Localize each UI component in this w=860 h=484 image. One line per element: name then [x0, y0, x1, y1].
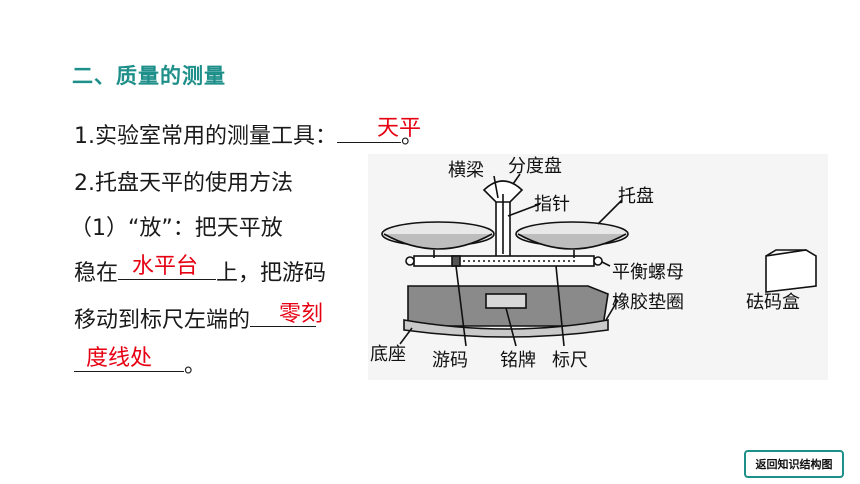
q2-1-line-2: 稳在 上，把游码: [74, 255, 326, 287]
label-box: 砝码盒: [746, 292, 800, 313]
q2-1-line3-prefix: 移动到标尺左端的: [74, 308, 251, 333]
right-nut-shape: [593, 256, 603, 266]
q2-1-answer-2a: 零刻: [279, 302, 324, 327]
question-1: 1.实验室常用的测量工具： 。: [74, 118, 423, 150]
label-plate: 铭牌: [500, 350, 536, 371]
q2-1-line4-suffix: 。: [184, 353, 207, 378]
q2-1-line-4: 。: [74, 347, 206, 379]
q2-1-line-3: 移动到标尺左端的: [74, 302, 317, 334]
q2-1-line2-suffix: 上，把游码: [216, 261, 327, 286]
q2-1-answer-1: 水平台: [132, 254, 199, 279]
back-to-knowledge-map-button[interactable]: 返回知识结构图: [744, 450, 844, 478]
nameplate-shape: [485, 293, 527, 309]
q2-1-blank-2a: [250, 304, 317, 327]
weight-box-shape: [765, 249, 817, 293]
base-rubber: [403, 319, 609, 338]
label-scale: 标尺: [552, 350, 588, 371]
q1-blank: [337, 120, 401, 143]
q2-1-blank-2b: [74, 349, 184, 372]
q1-answer: 天平: [377, 116, 422, 141]
label-rider: 游码: [432, 350, 468, 371]
label-dial: 分度盘: [508, 156, 562, 177]
balance-diagram: 横梁 分度盘 指针 托盘 平衡螺母 橡胶垫圈 砝码盒 底座 游码 铭牌 标尺: [368, 154, 828, 380]
dial-shape: [482, 180, 524, 203]
q2-1-line-1: （1）“放”：把天平放: [70, 216, 283, 241]
label-base: 底座: [370, 344, 406, 365]
left-nut-shape: [405, 256, 415, 266]
label-beam: 横梁: [448, 160, 484, 181]
rider-shape: [451, 255, 461, 267]
q2-1-answer-2b: 度线处: [86, 346, 153, 371]
balance-illustration: 横梁 分度盘 指针 托盘 平衡螺母 橡胶垫圈 砝码盒 底座 游码 铭牌 标尺: [370, 156, 817, 371]
q1-prefix: 1.实验室常用的测量工具：: [74, 124, 337, 149]
section-title: 二、质量的测量: [72, 64, 226, 88]
q1-suffix: 。: [401, 124, 424, 149]
label-nut: 平衡螺母: [612, 262, 684, 283]
label-ring: 橡胶垫圈: [612, 292, 684, 313]
q2-1-blank-1: [118, 257, 217, 280]
label-pan: 托盘: [618, 186, 654, 207]
question-2-heading: 2.托盘天平的使用方法: [74, 171, 293, 196]
label-pointer: 指针: [534, 194, 570, 215]
q2-1-line2-prefix: 稳在: [74, 261, 119, 286]
